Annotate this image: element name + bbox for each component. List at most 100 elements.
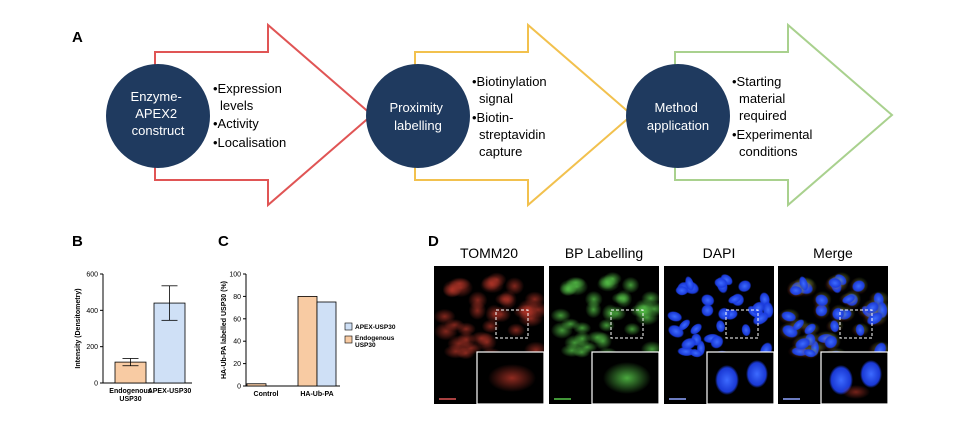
step-2-bullet-1: •Biotinylation signal: [472, 74, 550, 106]
mito-signal: [481, 275, 501, 291]
nucleus: [789, 285, 803, 296]
nucleus: [737, 280, 752, 293]
step-circle-2-text: Proximity labelling: [389, 100, 446, 133]
nucleus: [680, 337, 697, 350]
roi-box: [495, 309, 529, 339]
biotin-signal: [573, 346, 591, 358]
biotin-signal: [559, 282, 577, 297]
step-2-bullet-2: •Biotin- streptavidin capture: [472, 110, 549, 159]
y-tick-label: 600: [86, 272, 98, 279]
y-tick-label: 100: [229, 272, 241, 279]
y-tick-label: 0: [237, 384, 241, 391]
step-circle-1: [106, 64, 210, 168]
nucleus: [717, 307, 731, 321]
nucleus: [689, 348, 703, 358]
legend-label-line: USP30: [355, 342, 376, 349]
nucleus: [781, 311, 797, 322]
inset-content: [715, 360, 768, 395]
y-tick-label: 20: [233, 361, 241, 368]
panel-b-label: B: [72, 233, 83, 250]
nucleus: [841, 294, 856, 304]
y-tick-label: 200: [86, 344, 98, 351]
legend-swatch: [344, 335, 353, 344]
nucleus: [831, 307, 845, 321]
legend-swatch: [344, 322, 353, 331]
biotin-signal: [584, 290, 603, 308]
inset-nucleus: [746, 360, 768, 388]
nucleus: [751, 301, 766, 315]
step-1-bullet-3: •Localisation: [213, 135, 286, 150]
inset-nucleus: [715, 365, 739, 395]
micrograph-title: BP Labelling: [565, 245, 643, 261]
nucleus: [701, 294, 715, 307]
x-tick-label: HA-Ub-PA: [300, 391, 333, 398]
workflow-step-2: Proximity labelling •Biotinylation signa…: [366, 22, 634, 208]
mito-signal: [477, 332, 497, 352]
nucleus: [710, 335, 724, 349]
nucleus: [855, 323, 865, 337]
micrograph-title: TOMM20: [460, 245, 518, 261]
nucleus: [667, 311, 683, 322]
y-tick-label: 400: [86, 308, 98, 315]
bar: [246, 383, 267, 387]
mito-signal: [485, 304, 504, 324]
step-3-bullet-2: •Experimental conditions: [732, 127, 816, 159]
nucleus: [752, 311, 770, 326]
micrograph-content: [667, 273, 774, 368]
bar: [297, 295, 318, 387]
x-tick-label: APEX-USP30: [148, 388, 192, 395]
nucleus: [675, 285, 689, 296]
inset-content: [488, 364, 536, 392]
microscopy-panel: TOMM20 BP Labelling DAPI Merge: [434, 245, 889, 405]
mito-signal: [518, 310, 544, 327]
roi-box: [725, 309, 759, 339]
inset-content: [603, 362, 651, 394]
biotin-signal: [621, 276, 640, 294]
panel-c-label: C: [218, 233, 229, 250]
roi-box: [610, 309, 644, 339]
step-1-bullet-2: •Activity: [213, 116, 259, 131]
micrograph-blue: DAPI: [664, 245, 775, 405]
y-tick-label: 80: [233, 294, 241, 301]
nucleus: [794, 337, 811, 350]
legend-label: APEX-USP30: [355, 324, 396, 331]
legend-label-line: Endogenous: [355, 335, 395, 342]
legend-label-line: APEX-USP30: [355, 324, 396, 331]
micrograph-title: DAPI: [703, 245, 736, 261]
panel-d-label: D: [428, 233, 439, 250]
step-circle-3: [626, 64, 730, 168]
step-circle-1-text: Enzyme- APEX2 construct: [131, 89, 186, 138]
mito-signal: [505, 277, 525, 295]
nucleus: [701, 304, 714, 317]
process-arrow-1: [154, 22, 374, 208]
nucleus: [828, 277, 842, 289]
biotin-signal: [560, 318, 580, 330]
biotin-signal: [593, 332, 613, 350]
nucleus: [803, 348, 817, 358]
bar: [316, 301, 337, 387]
process-arrow-2: [414, 22, 634, 208]
micrograph-green: BP Labelling: [549, 245, 660, 405]
nucleus: [792, 319, 805, 331]
nucleus: [678, 319, 691, 331]
step-circle-3-text: Method application: [647, 100, 709, 133]
nucleus: [727, 294, 742, 304]
biotin-signal: [550, 308, 571, 323]
biotin-signal: [635, 309, 659, 326]
x-tick-label-line: APEX-USP30: [148, 388, 192, 395]
mito-signal: [507, 323, 526, 337]
x-tick-label: Control: [254, 391, 279, 398]
nucleus: [714, 277, 728, 289]
step-1-bullet-1: •Expression levels: [213, 81, 285, 113]
micrograph-title: Merge: [813, 245, 853, 261]
inset-signal: [842, 385, 870, 399]
step-3-bullet-1: •Starting material required: [732, 74, 789, 123]
y-tick-label: 0: [94, 381, 98, 388]
y-tick-label: 60: [233, 316, 241, 323]
nucleus: [715, 319, 726, 333]
mito-signal: [442, 283, 462, 298]
